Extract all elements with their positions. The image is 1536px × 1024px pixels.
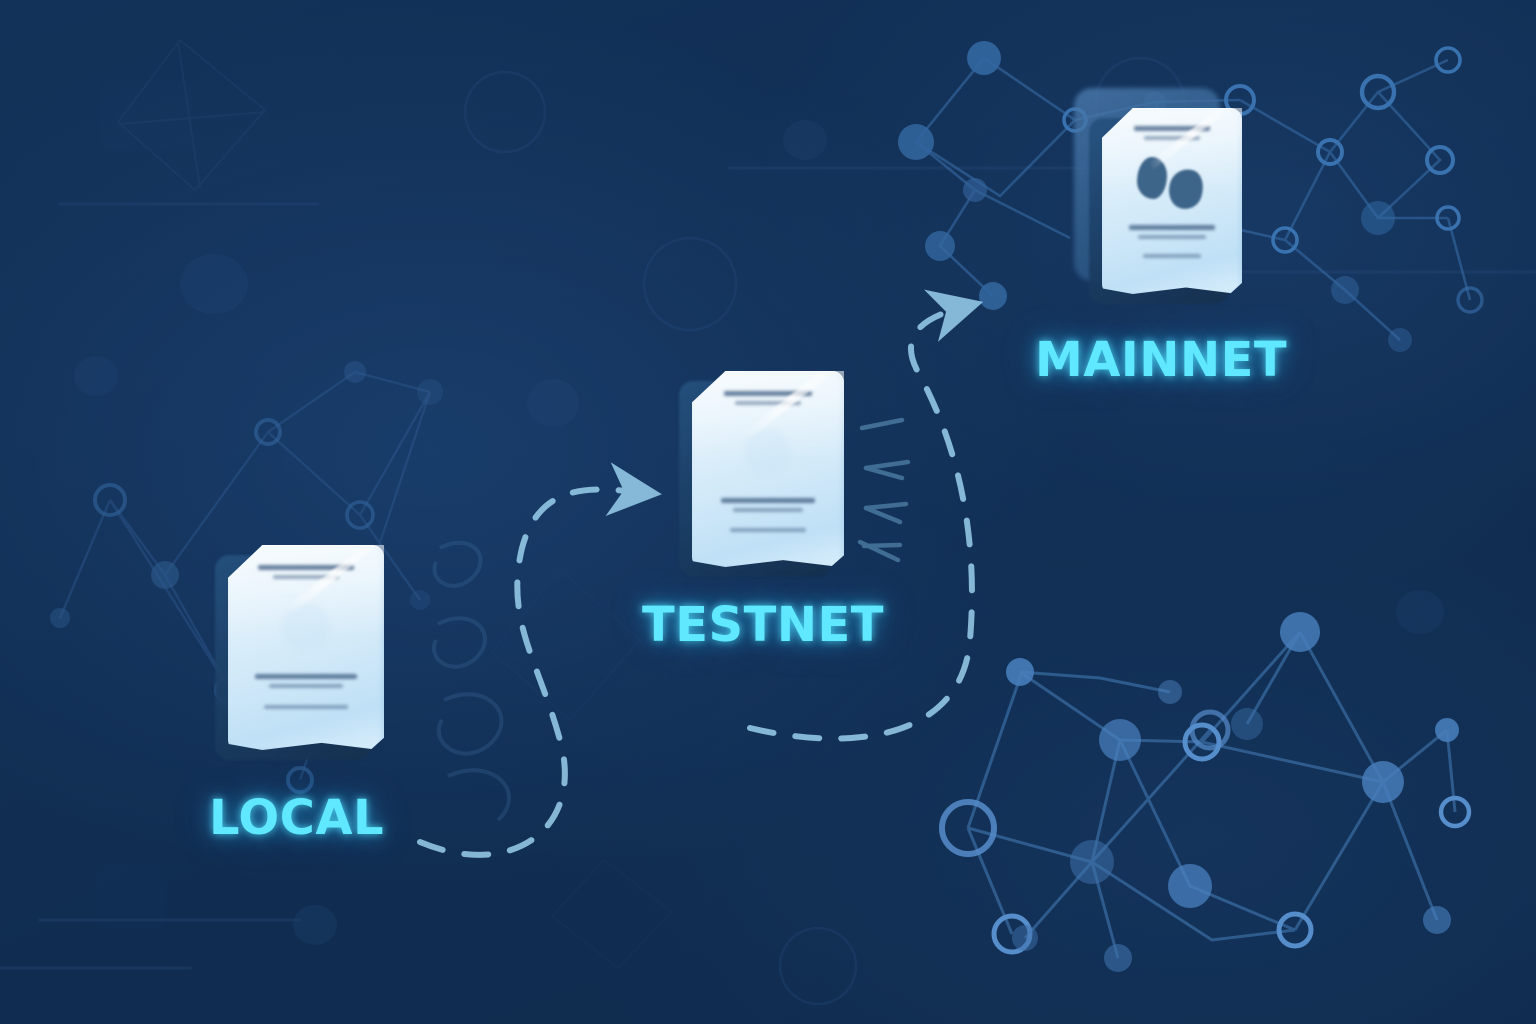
flow-local-to-testnet — [417, 462, 662, 858]
card-content — [692, 371, 844, 567]
card-text-line — [730, 527, 806, 532]
card-text-line — [273, 575, 339, 580]
document-card-icon — [692, 371, 844, 567]
card-text-line — [254, 674, 358, 680]
card-text-line — [1134, 126, 1210, 132]
stage-mainnet[interactable] — [1074, 88, 1242, 304]
leaves-icon — [1133, 153, 1211, 215]
faint-swirls — [432, 540, 512, 822]
stage-label-testnet: TESTNET — [642, 597, 885, 653]
stage-label-local: LOCAL — [209, 790, 385, 846]
card-text-line — [720, 497, 816, 503]
card-content — [228, 545, 384, 750]
card-text-line — [1144, 136, 1200, 141]
card-text-line — [723, 390, 813, 396]
rocket-circle-icon — [269, 590, 343, 664]
stage-label-mainnet: MAINNET — [1035, 332, 1288, 388]
card-text-line — [1138, 235, 1206, 240]
document-card-icon — [1102, 108, 1242, 294]
motion-streaks — [857, 417, 911, 563]
card-content — [1102, 108, 1242, 294]
stage-testnet[interactable] — [679, 371, 844, 577]
card-text-line — [268, 684, 344, 689]
card-text-line — [263, 705, 349, 710]
card-text-line — [1142, 254, 1202, 259]
document-card-icon — [228, 545, 384, 750]
card-text-line — [734, 400, 802, 405]
card-text-line — [257, 565, 355, 571]
card-text-line — [733, 507, 803, 512]
rocket-circle-icon — [732, 416, 804, 488]
card-text-line — [1128, 225, 1216, 231]
stage-local[interactable] — [215, 545, 384, 760]
